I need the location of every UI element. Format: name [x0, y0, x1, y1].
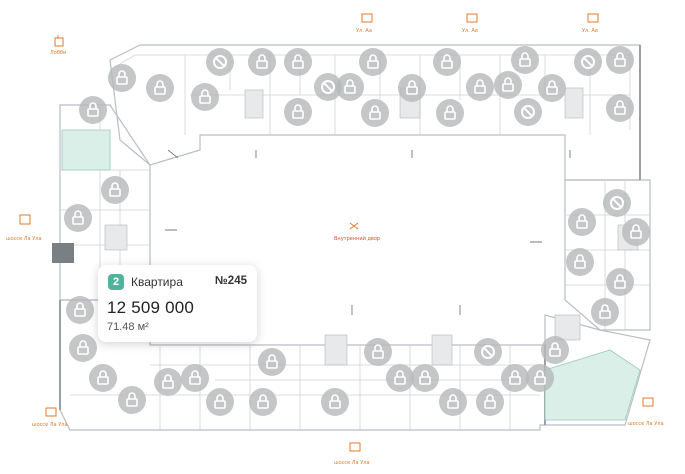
lock-icon[interactable]	[433, 48, 461, 76]
lock-icon[interactable]	[258, 348, 286, 376]
lock-icon[interactable]	[248, 48, 276, 76]
unit-markers	[64, 46, 650, 416]
label-left: шоссе Ла Ула	[6, 236, 42, 242]
ban-icon[interactable]	[474, 338, 502, 366]
lock-icon[interactable]	[526, 364, 554, 392]
lock-icon[interactable]	[568, 208, 596, 236]
label-bottom-left: шоссе Ла Ула	[32, 422, 68, 428]
lock-icon[interactable]	[108, 64, 136, 92]
lock-icon[interactable]	[398, 74, 426, 102]
lock-icon[interactable]	[206, 388, 234, 416]
lock-icon[interactable]	[566, 248, 594, 276]
lock-icon[interactable]	[284, 48, 312, 76]
label-top-2: Ул. Aa	[462, 28, 478, 34]
lock-icon[interactable]	[606, 46, 634, 74]
lock-icon[interactable]	[64, 204, 92, 232]
lock-icon[interactable]	[321, 388, 349, 416]
apartment-area: 71.48 м²	[107, 321, 149, 333]
lock-icon[interactable]	[66, 296, 94, 324]
lock-icon[interactable]	[466, 73, 494, 101]
label-center: Внутренний двор	[334, 235, 380, 242]
lock-icon[interactable]	[361, 99, 389, 127]
ban-icon[interactable]	[574, 48, 602, 76]
lock-icon[interactable]	[511, 46, 539, 74]
lock-icon[interactable]	[359, 48, 387, 76]
lock-icon[interactable]	[249, 388, 277, 416]
rooms-badge: 2	[108, 274, 124, 290]
lock-icon[interactable]	[154, 368, 182, 396]
label-top-1: Ул. Aa	[356, 28, 372, 34]
lock-icon[interactable]	[191, 83, 219, 111]
ban-icon[interactable]	[514, 98, 542, 126]
label-top-left: Лобби	[50, 50, 66, 56]
lock-icon[interactable]	[69, 334, 97, 362]
lock-icon[interactable]	[501, 364, 529, 392]
lock-icon[interactable]	[538, 74, 566, 102]
label-right: шоссе Ла Ула	[628, 421, 664, 427]
lock-icon[interactable]	[436, 99, 464, 127]
apartment-number: №245	[214, 275, 247, 287]
lock-icon[interactable]	[284, 98, 312, 126]
lock-icon[interactable]	[146, 74, 174, 102]
apartment-price: 12 509 000	[107, 298, 195, 317]
lock-icon[interactable]	[364, 338, 392, 366]
lock-icon[interactable]	[606, 268, 634, 296]
apartment-card[interactable]: 2 Квартира №245 12 509 000 71.48 м²	[98, 265, 257, 342]
lock-icon[interactable]	[336, 73, 364, 101]
label-top-3: Ул. Aa	[582, 28, 598, 34]
lock-icon[interactable]	[541, 336, 569, 364]
lock-icon[interactable]	[386, 364, 414, 392]
lock-icon[interactable]	[411, 364, 439, 392]
ban-icon[interactable]	[603, 189, 631, 217]
lock-icon[interactable]	[89, 364, 117, 392]
lock-icon[interactable]	[476, 388, 504, 416]
lock-icon[interactable]	[494, 71, 522, 99]
lock-icon[interactable]	[622, 218, 650, 246]
lock-icon[interactable]	[606, 94, 634, 122]
lock-icon[interactable]	[118, 386, 146, 414]
lock-icon[interactable]	[101, 176, 129, 204]
ban-icon[interactable]	[314, 73, 342, 101]
apartment-type: Квартира	[131, 275, 183, 289]
orange-label-icons	[19, 13, 654, 452]
lock-icon[interactable]	[79, 96, 107, 124]
lock-icon[interactable]	[591, 298, 619, 326]
label-bottom: шоссе Ла Ула	[334, 460, 370, 466]
ban-icon[interactable]	[206, 48, 234, 76]
lock-icon[interactable]	[439, 388, 467, 416]
lock-icon[interactable]	[181, 364, 209, 392]
